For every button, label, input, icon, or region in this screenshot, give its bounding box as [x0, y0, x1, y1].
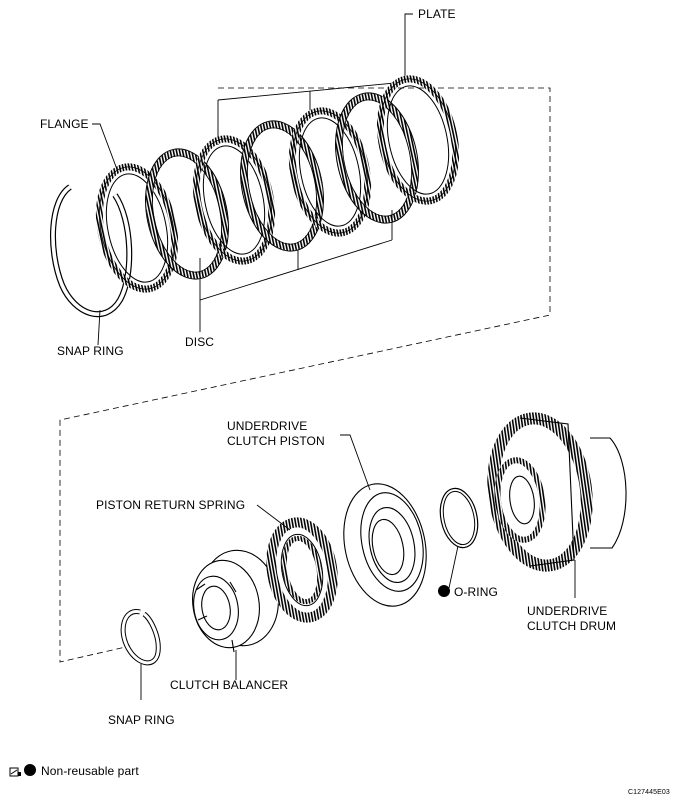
disc-ring-3 — [335, 92, 419, 224]
disc-label: DISC — [185, 335, 215, 349]
clutch-balancer-label: CLUTCH BALANCER — [170, 678, 289, 692]
underdrive-clutch-drum-part — [487, 412, 627, 572]
o-ring-part — [439, 487, 479, 549]
underdrive-clutch-piston-part — [343, 483, 427, 607]
underdrive-clutch-piston-label-line2: CLUTCH PISTON — [227, 434, 325, 448]
clutch-balancer-part — [192, 549, 279, 653]
snap-ring-lower-part — [120, 609, 161, 666]
plate-ring-3 — [377, 75, 459, 205]
snap-ring-lower-label: SNAP RING — [108, 713, 175, 727]
underdrive-clutch-piston-label-line1: UNDERDRIVE — [227, 419, 308, 433]
filled-circle-icon — [24, 764, 36, 776]
lower-leaders — [140, 434, 576, 700]
piston-return-spring-part — [266, 517, 338, 623]
disc-ring-1 — [145, 148, 229, 280]
underdrive-clutch-drum-label-line1: UNDERDRIVE — [527, 604, 608, 618]
snap-ring-upper-part — [50, 184, 133, 318]
figure-code: C127445E03 — [628, 789, 670, 796]
snap-ring-upper-label: SNAP RING — [57, 344, 124, 358]
plate-label: PLATE — [418, 7, 456, 21]
plate-ring-1 — [193, 135, 275, 265]
plate-ring-2 — [289, 107, 371, 237]
o-ring-label: O-RING — [454, 585, 498, 599]
legend-book-icon — [9, 767, 21, 777]
o-ring-nonreusable-marker — [438, 585, 450, 597]
flange-label: FLANGE — [40, 117, 89, 131]
upper-leaders — [92, 123, 393, 346]
piston-return-spring-label: PISTON RETURN SPRING — [96, 498, 246, 512]
clutch-pack — [96, 75, 459, 293]
disc-ring-2 — [240, 120, 324, 252]
dashed-frame — [59, 87, 551, 663]
flange-ring — [96, 163, 178, 293]
legend-text: Non-reusable part — [41, 764, 139, 778]
underdrive-clutch-drum-label-line2: CLUTCH DRUM — [527, 619, 617, 633]
